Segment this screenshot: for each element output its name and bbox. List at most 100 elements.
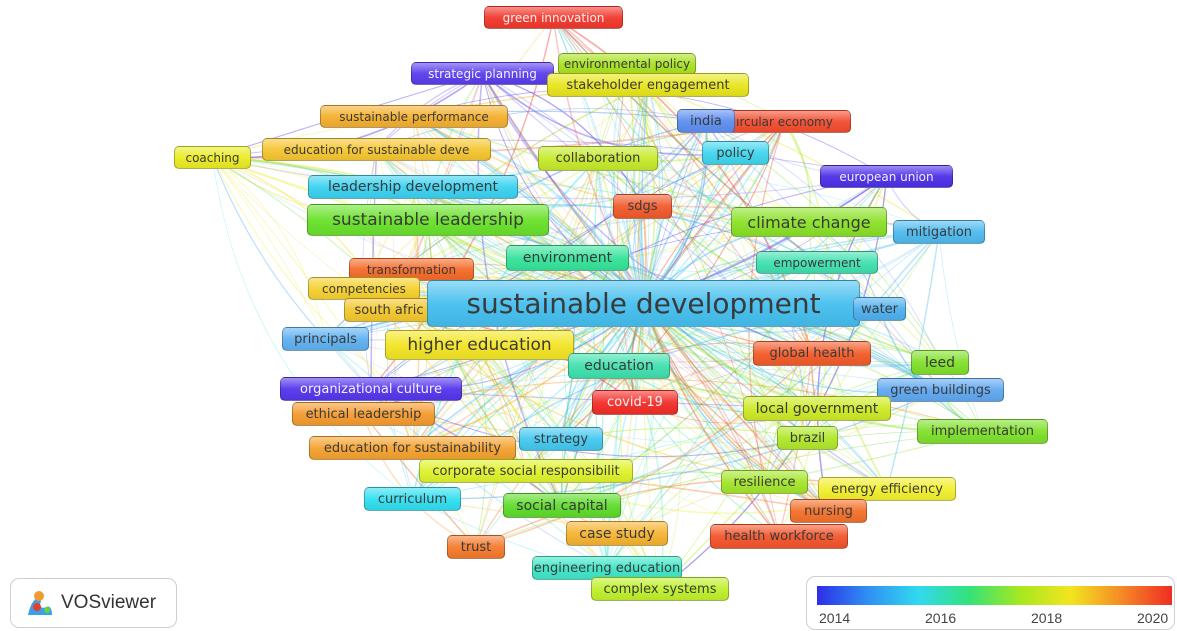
network-link [938,231,983,432]
node-complex-systems[interactable]: complex systems [591,577,729,601]
node-stakeholder-engagement[interactable]: stakeholder engagement [547,73,749,97]
node-engineering-education[interactable]: engineering education [532,556,682,580]
network-link [212,157,326,340]
network-link [619,303,661,590]
network-link [410,73,484,270]
node-environmental-policy[interactable]: environmental policy [558,53,696,75]
network-link [643,303,780,537]
color-scale-bar [817,586,1172,605]
node-resilience[interactable]: resilience [721,470,808,494]
node-corporate-social-responsibilit[interactable]: corporate social responsibilit [419,459,633,483]
node-climate-change[interactable]: climate change [731,207,887,237]
node-strategy[interactable]: strategy [519,427,603,451]
network-link [659,176,887,590]
network-link [325,338,808,444]
scale-tick: 2014 [819,610,851,626]
node-leadership-development[interactable]: leadership development [308,175,518,199]
node-ethical-leadership[interactable]: ethical leadership [292,402,435,426]
network-link [478,344,563,506]
node-strategic-planning[interactable]: strategic planning [411,62,554,85]
node-south-afric[interactable]: south afric [344,298,434,322]
node-green-buildings[interactable]: green buildings [877,378,1004,402]
network-link [363,84,649,289]
network-link [412,362,941,500]
scale-tick: 2020 [1137,610,1169,626]
node-case-study[interactable]: case study [566,521,668,546]
node-coaching[interactable]: coaching [174,146,251,169]
network-link [642,120,785,304]
network-link [362,413,477,548]
vosviewer-logo-icon [28,591,52,615]
network-link [427,219,983,433]
network-link [642,303,780,538]
node-education-for-sustainable-deve[interactable]: education for sustainable deve [262,138,491,161]
node-collaboration[interactable]: collaboration [538,146,658,171]
network-link [412,302,645,449]
network-link [212,156,887,200]
network-link [642,303,766,483]
node-education-for-sustainability[interactable]: education for sustainability [309,436,516,460]
network-link [413,116,644,304]
node-competencies[interactable]: competencies [308,277,420,300]
network-link [642,303,780,537]
node-sdgs[interactable]: sdgs [613,194,672,219]
node-energy-efficiency[interactable]: energy efficiency [818,477,956,501]
network-link [643,303,682,590]
network-link [616,389,941,534]
network-link [475,365,620,548]
vosviewer-logo-box: VOSviewer [10,578,177,628]
network-link [606,231,940,569]
network-link [413,115,645,305]
network-link [475,352,813,548]
node-sustainable-performance[interactable]: sustainable performance [320,105,508,128]
scale-tick: 2016 [925,610,957,626]
node-curriculum[interactable]: curriculum [364,487,461,511]
node-trust[interactable]: trust [447,535,505,559]
network-link [481,72,736,156]
network-link [212,157,413,500]
scale-tick: 2018 [1031,610,1063,626]
network-link [647,84,940,233]
network-link [567,257,818,410]
node-environment[interactable]: environment [506,245,629,271]
network-link [647,84,809,439]
node-nursing[interactable]: nursing [790,499,867,523]
node-higher-education[interactable]: higher education [385,330,574,360]
node-organizational-culture[interactable]: organizational culture [280,377,462,401]
network-link [597,158,808,439]
network-link [412,84,649,449]
node-health-workforce[interactable]: health workforce [710,524,848,549]
node-covid-19[interactable]: covid-19 [592,390,678,415]
node-principals[interactable]: principals [282,327,369,351]
node-rcular-economy[interactable]: ırcular economy [718,110,851,133]
network-link [481,73,818,410]
color-scale-legend: 2014 2016 2018 2020 [806,576,1175,630]
node-sustainable-leadership[interactable]: sustainable leadership [307,204,549,236]
node-water[interactable]: water [853,297,906,321]
node-sustainable-development[interactable]: sustainable development [427,280,860,327]
node-green-innovation[interactable]: green innovation [484,6,623,29]
network-link [642,303,765,483]
node-india[interactable]: india [677,109,735,133]
node-implementation[interactable]: implementation [917,419,1048,444]
network-link [427,84,649,221]
network-link [625,84,649,304]
node-local-government[interactable]: local government [743,396,891,421]
network-link [212,157,327,340]
network-link [376,108,707,150]
node-mitigation[interactable]: mitigation [893,220,985,244]
node-leed[interactable]: leed [911,350,969,375]
network-link [479,344,563,506]
node-education[interactable]: education [568,353,670,379]
node-global-health[interactable]: global health [753,341,871,366]
node-social-capital[interactable]: social capital [503,493,621,518]
network-link [482,73,941,391]
node-empowerment[interactable]: empowerment [756,251,878,274]
network-link [643,303,780,537]
vosviewer-brand-text: VOSviewer [61,592,157,613]
network-link [413,115,645,305]
node-european-union[interactable]: european union [820,165,953,188]
node-brazil[interactable]: brazil [777,426,838,450]
node-policy[interactable]: policy [702,141,769,165]
